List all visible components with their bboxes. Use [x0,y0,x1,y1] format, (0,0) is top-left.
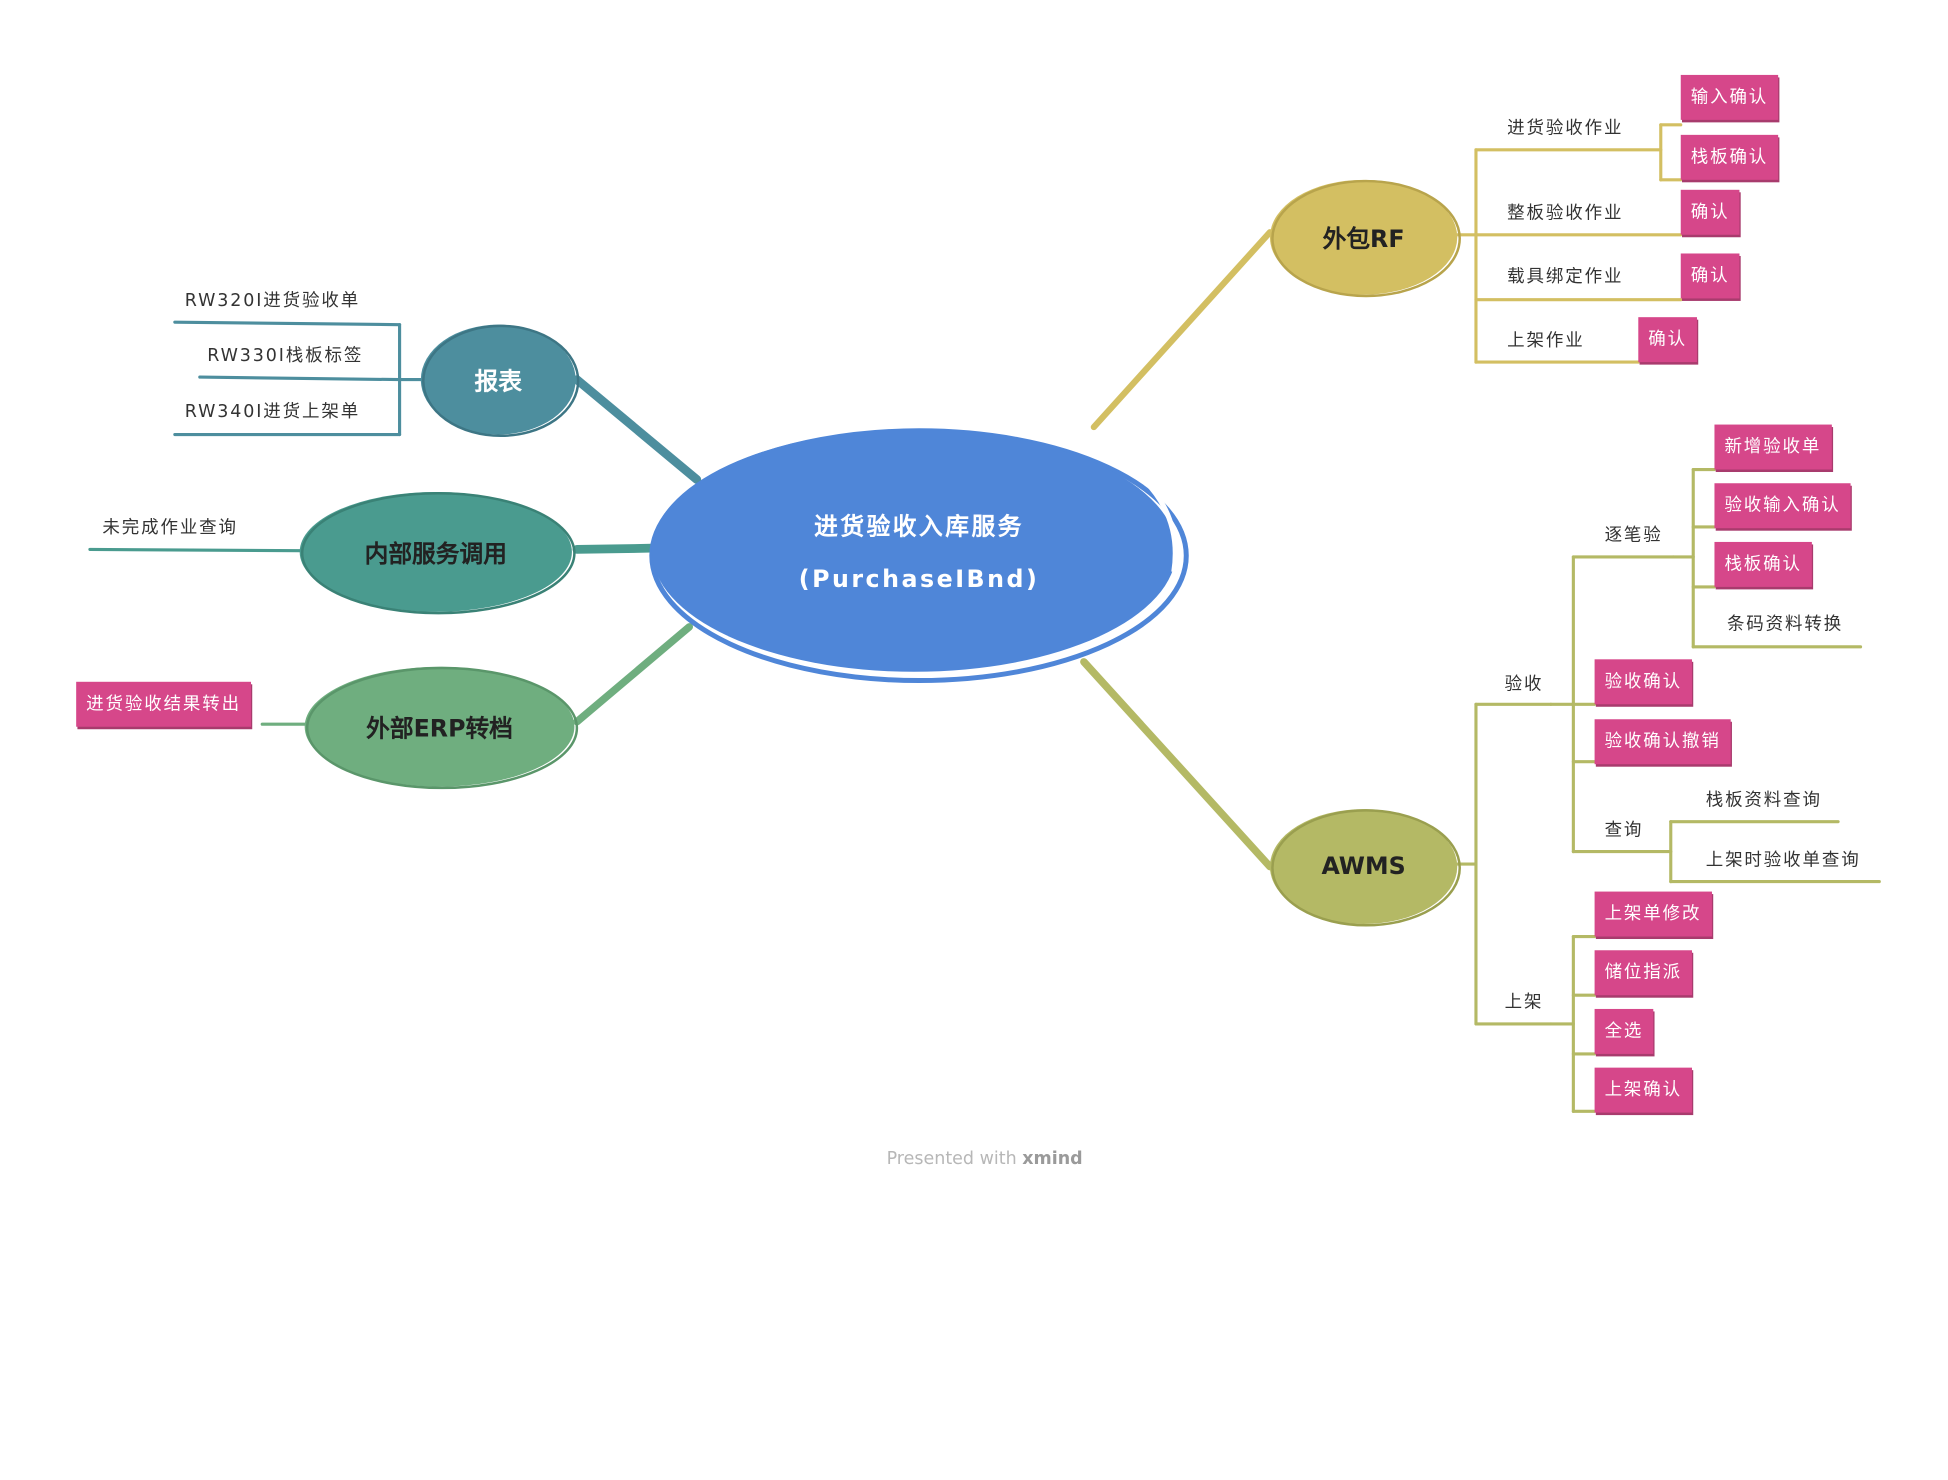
branch-awms-label: AWMS [1321,852,1406,881]
rf-group[interactable]: 上架作业 [1507,330,1585,351]
report-item[interactable]: RW340I进货上架单 [184,402,361,423]
rf-group[interactable]: 载具绑定作业 [1507,267,1624,288]
awms-confirm[interactable]: 验收确认 [1594,659,1692,705]
rf-group[interactable]: 整板验收作业 [1507,203,1624,224]
awms-by-entry-item[interactable]: 栈板确认 [1714,541,1812,587]
awms-query[interactable]: 查询 [1604,820,1644,841]
awms-by-entry-item[interactable]: 新增验收单 [1714,424,1832,470]
rf-leaf[interactable]: 输入确认 [1680,74,1779,120]
watermark-prefix: Presented with [886,1148,1017,1169]
connector-lines [88,123,1881,1113]
branch-report-label: 报表 [474,367,522,396]
rf-leaf[interactable]: 确认 [1638,317,1697,363]
internal-shape [299,491,576,615]
awms-confirm-undo[interactable]: 验收确认撤销 [1594,719,1731,765]
branch-erp-label: 外部ERP转档 [366,714,513,743]
central-shape [649,428,1189,684]
awms-putaway-item[interactable]: 上架确认 [1594,1067,1692,1113]
branch-internal-label: 内部服务调用 [364,540,507,568]
rf-group[interactable]: 进货验收作业 [1507,118,1624,139]
report-item[interactable]: RW330I栈板标签 [207,345,364,366]
central-title-line1: 进货验收入库服务 [814,513,1024,541]
branch-rf[interactable]: 外包RF [1267,177,1461,298]
branch-internal[interactable]: 内部服务调用 [297,489,576,615]
awms-shape [1269,809,1461,927]
branch-rf-label: 外包RF [1322,225,1405,253]
awms-query-item[interactable]: 栈板资料查询 [1705,790,1822,811]
awms-acceptance[interactable]: 验收 [1504,674,1544,695]
awms-putaway-item[interactable]: 全选 [1594,1008,1654,1054]
branch-awms[interactable]: AWMS [1267,807,1461,927]
rf-leaf[interactable]: 确认 [1680,253,1740,299]
report-item[interactable]: RW320I进货验收单 [184,290,361,311]
awms-putaway-item[interactable]: 上架单修改 [1594,891,1712,937]
rf-shape [1269,179,1461,298]
awms-by-entry-item[interactable]: 条码资料转换 [1726,614,1844,635]
report-shape [420,324,580,438]
central-title-line2: (PurchaseIBnd) [798,565,1040,594]
rf-leaf[interactable]: 确认 [1680,189,1740,235]
branch-erp[interactable]: 外部ERP转档 [302,664,579,790]
watermark: Presented with xmind [887,1149,1083,1169]
rf-leaf[interactable]: 栈板确认 [1680,134,1779,180]
awms-query-item[interactable]: 上架时验收单查询 [1705,850,1861,871]
awms-by-entry-item[interactable]: 验收输入确认 [1714,483,1851,529]
central-topic[interactable]: 进货验收入库服务 (PurchaseIBnd) [649,422,1189,684]
awms-putaway[interactable]: 上架 [1504,992,1544,1013]
watermark-brand: xmind [1022,1148,1083,1169]
awms-by-entry[interactable]: 逐笔验 [1604,525,1663,546]
internal-item[interactable]: 未完成作业查询 [102,518,238,539]
branch-report[interactable]: 报表 [418,322,580,438]
erp-item[interactable]: 进货验收结果转出 [76,681,251,727]
erp-shape [304,666,579,790]
awms-putaway-item[interactable]: 储位指派 [1594,950,1692,996]
